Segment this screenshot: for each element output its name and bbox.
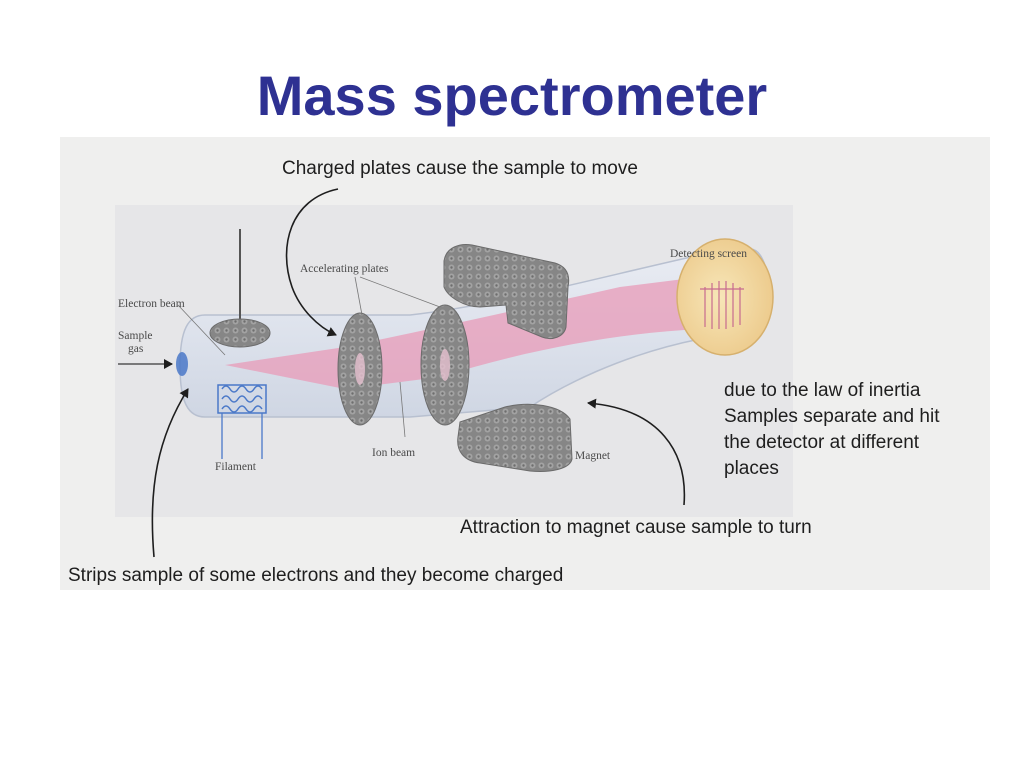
plate-1-slit [355,353,365,385]
electron-beam-pointer [177,304,226,356]
callout-inertia-line-3: the detector at different [724,432,920,453]
callout-charged-plates: Charged plates cause the sample to move [282,158,638,179]
label-accelerating-plates: Accelerating plates [300,263,389,275]
plate-2-slit [440,349,450,381]
callout-arrow-charged-plates [285,188,339,337]
callout-arrow-magnet [587,398,686,506]
diagram-panel: Electron beam Sample gas Accelerating pl… [60,137,990,590]
callout-inertia-line-4: places [724,458,779,479]
label-detecting-screen: Detecting screen [670,248,747,260]
plate-1-pointer [354,276,363,316]
sample-gas-inlet [176,352,188,376]
callout-strips-electrons: Strips sample of some electrons and they… [68,565,563,586]
filament-coil [217,384,267,459]
label-magnet: Magnet [575,450,611,462]
callout-magnet-turn: Attraction to magnet cause sample to tur… [460,517,812,538]
magnet-bottom [457,403,573,472]
label-filament: Filament [215,461,257,473]
detecting-screen [676,238,774,356]
label-ion-beam: Ion beam [372,447,415,459]
callout-inertia-line-1: due to the law of inertia [724,380,921,401]
electron-gun-disc [209,318,271,348]
label-sample-gas-line1: Sample [118,330,153,342]
callout-arrow-strips-electrons [151,388,189,558]
label-sample-gas-line2: gas [128,343,144,355]
slide-title: Mass spectrometer [256,64,768,127]
magnet-top [443,244,570,340]
callout-inertia-line-2: Samples separate and hit [724,406,940,427]
plate-2-pointer [359,276,441,308]
detector-slits [700,281,744,329]
mass-spectrometer-diagram: Electron beam Sample gas Accelerating pl… [68,158,940,586]
ion-beam-pointer [399,381,406,438]
label-electron-beam: Electron beam [118,298,185,310]
